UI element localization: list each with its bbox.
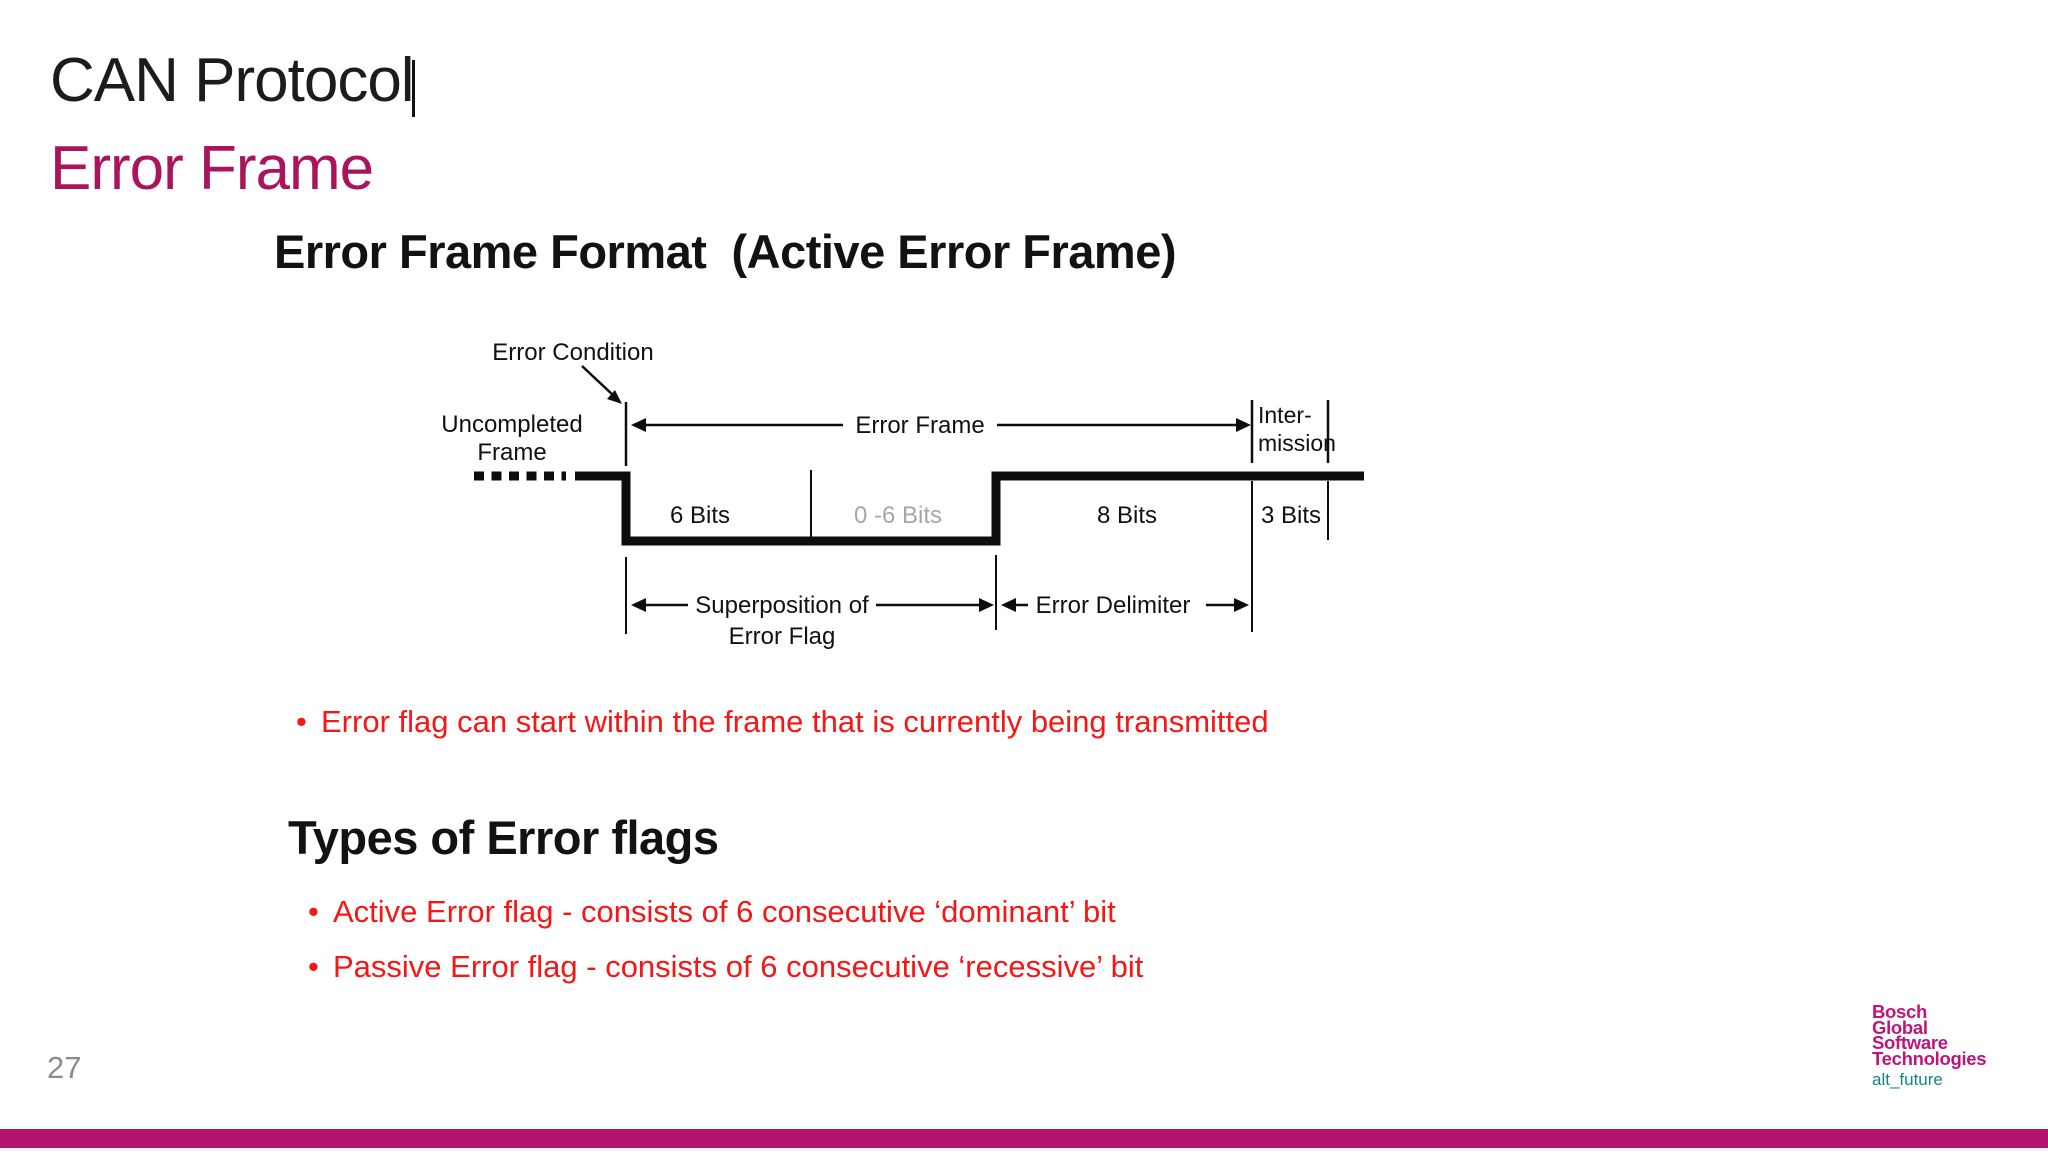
error-frame-arrowhead-left	[631, 418, 646, 432]
bottom-edge-strip	[0, 1148, 2048, 1152]
note-bullet-2-text: Active Error flag - consists of 6 consec…	[333, 894, 1116, 929]
bosch-logo: Bosch Global Software Technologies alt_f…	[1872, 1001, 2048, 1090]
logo-tagline: alt_future	[1872, 1070, 1943, 1090]
section-heading: Error Frame Format (Active Error Frame)	[274, 225, 1177, 278]
bullet-dot: •	[308, 894, 319, 929]
logo-line-2: Global	[1872, 1016, 1928, 1038]
error-frame-timing-diagram: Error Condition Uncompleted Frame Error …	[441, 339, 1364, 650]
superposition-arrowhead-left	[631, 598, 646, 612]
logo-line-4: Technologies	[1872, 1047, 1987, 1069]
note-bullet-2: • Active Error flag - consists of 6 conse…	[308, 896, 1116, 927]
logo-line-1: Bosch	[1872, 1001, 1928, 1022]
superposition-arrowhead-right	[979, 598, 994, 612]
eight-bits-label: 8 Bits	[1097, 502, 1157, 529]
page-number: 27	[47, 1050, 82, 1085]
text-cursor	[412, 60, 415, 117]
note-bullet-3-text: Passive Error flag - consists of 6 conse…	[333, 949, 1144, 984]
note-bullet-3: • Passive Error flag - consists of 6 cons…	[308, 951, 1143, 982]
error-condition-arrowhead	[607, 390, 622, 404]
logo-line-3: Software	[1872, 1032, 1948, 1054]
error-frame-span-label: Error Frame	[855, 412, 984, 439]
types-heading: Types of Error flags	[288, 811, 719, 864]
delimiter-arrowhead-right	[1234, 598, 1249, 612]
six-bits-label: 6 Bits	[670, 502, 730, 529]
intermission-label-line2: mission	[1258, 430, 1336, 456]
error-condition-label: Error Condition	[492, 339, 653, 366]
bullet-dot: •	[308, 949, 319, 984]
superposition-label-line1: Superposition of	[695, 592, 869, 619]
error-delimiter-label: Error Delimiter	[1036, 592, 1191, 619]
delimiter-arrowhead-left	[1001, 598, 1016, 612]
intermission-label-line1: Inter-	[1258, 402, 1312, 428]
bottom-accent-bar	[0, 1129, 2048, 1148]
uncompleted-frame-label-line2: Frame	[477, 439, 546, 466]
error-condition-pointer-line	[581, 365, 615, 397]
slide-title: CAN Protocol	[50, 46, 415, 115]
note-bullet-1: • Error flag can start within the frame t…	[296, 706, 1269, 737]
note-bullet-1-text: Error flag can start within the frame th…	[321, 704, 1269, 739]
three-bits-label: 3 Bits	[1261, 502, 1321, 529]
slide-subtitle: Error Frame	[50, 134, 374, 203]
bullet-dot: •	[296, 704, 307, 739]
superposition-label-line2: Error Flag	[729, 623, 836, 650]
zero-to-six-bits-label: 0 -6 Bits	[854, 502, 942, 529]
error-frame-arrowhead-right	[1236, 418, 1251, 432]
uncompleted-frame-label-line1: Uncompleted	[441, 411, 582, 438]
waveform-signal	[575, 471, 1364, 546]
